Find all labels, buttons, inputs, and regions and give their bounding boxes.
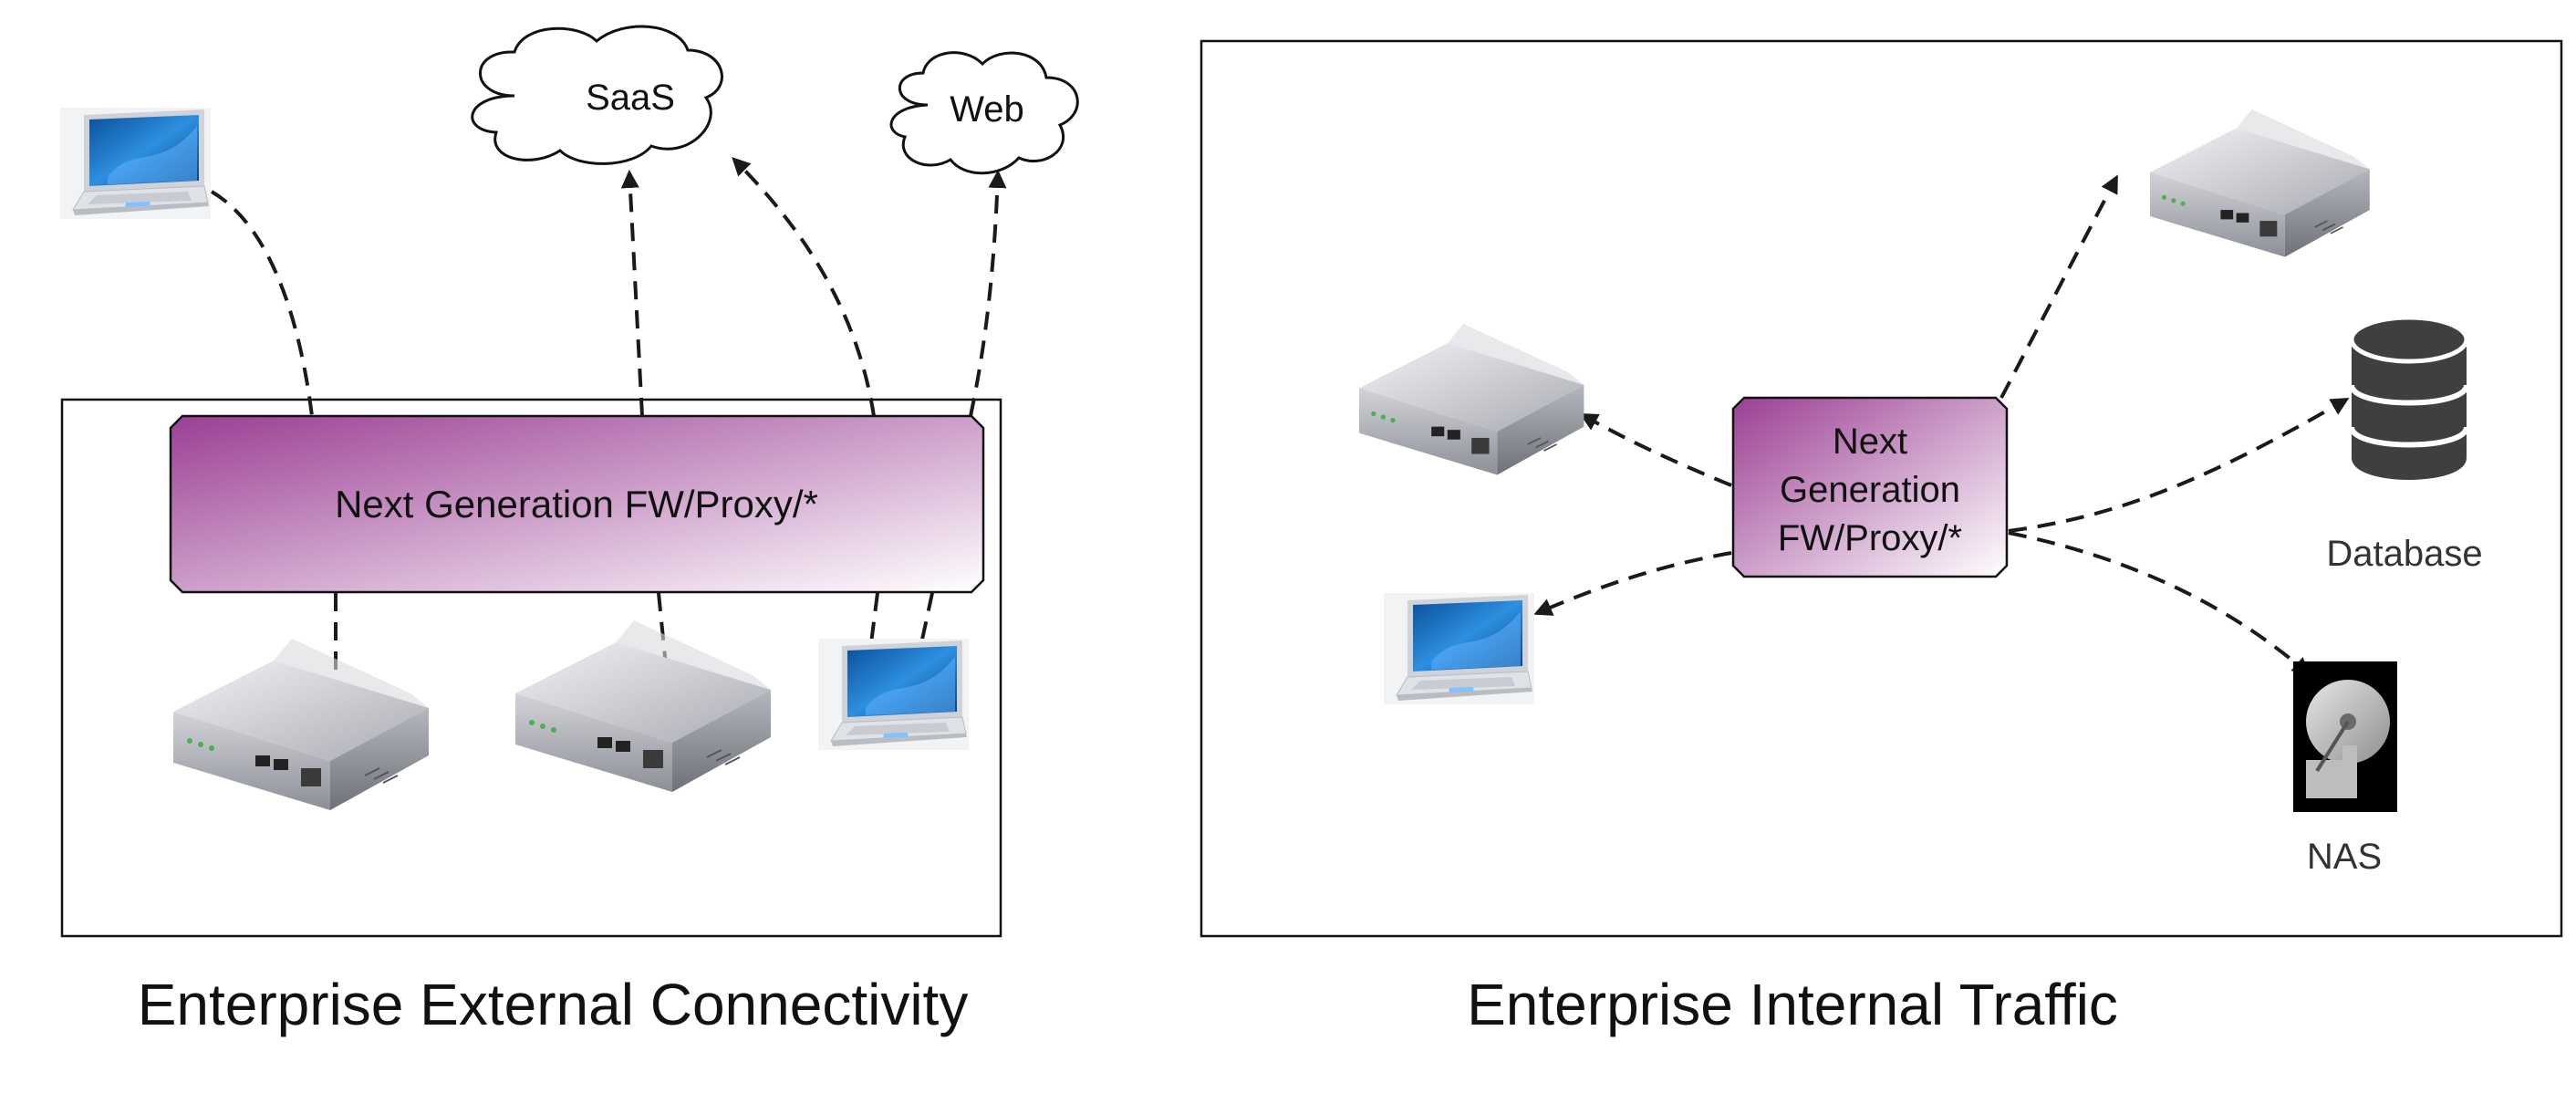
connection-firewall-to-laptop (1533, 551, 1732, 616)
connection-firewall-to-router-top (2000, 174, 2118, 399)
panel-external: SaaS Web Next Generation FW/Proxy/* (59, 25, 1079, 1037)
nas-label: NAS (2307, 837, 2382, 877)
connection-firewall-to-laptop (869, 592, 879, 644)
laptop-icon (1383, 592, 1535, 705)
connection-firewall-to-database (2008, 397, 2350, 533)
database-icon (2349, 315, 2469, 480)
connection-firewall-to-web (969, 170, 1007, 417)
connection-firewall-to-saas-2 (732, 157, 876, 417)
panel-internal: Next Generation FW/Proxy/* Database (1200, 39, 2563, 1037)
panel-caption-internal: Enterprise Internal Traffic (1467, 972, 2118, 1037)
firewall-label-line-2: Generation (1780, 470, 1960, 510)
firewall-label: Next Generation FW/Proxy/* (335, 483, 818, 526)
firewall-box: Next Generation FW/Proxy/* (169, 414, 985, 594)
connection-laptop-to-firewall (210, 190, 314, 417)
internal-boundary (1200, 39, 2563, 938)
router-icon (2149, 109, 2371, 258)
firewall-label-line-3: FW/Proxy/* (1778, 518, 1962, 558)
firewall-label-line-1: Next (1833, 422, 1907, 462)
laptop-icon (59, 107, 212, 220)
router-icon (172, 638, 430, 811)
enterprise-boundary (60, 398, 1002, 938)
connection-firewall-to-router-left (1579, 413, 1732, 487)
router-icon (514, 619, 772, 793)
hard-drive-icon (2293, 661, 2397, 812)
laptop-icon (817, 638, 970, 751)
connection-firewall-to-laptop-2 (916, 592, 934, 661)
firewall-box: Next Generation FW/Proxy/* (1731, 396, 2009, 578)
connection-firewall-to-saas (620, 170, 644, 417)
connection-firewall-to-nas (2008, 531, 2311, 676)
router-icon (1358, 323, 1585, 476)
panel-caption-external: Enterprise External Connectivity (138, 972, 969, 1037)
cloud-label-web: Web (950, 89, 1024, 130)
database-label: Database (2326, 534, 2482, 574)
cloud-label-saas: SaaS (586, 78, 675, 118)
